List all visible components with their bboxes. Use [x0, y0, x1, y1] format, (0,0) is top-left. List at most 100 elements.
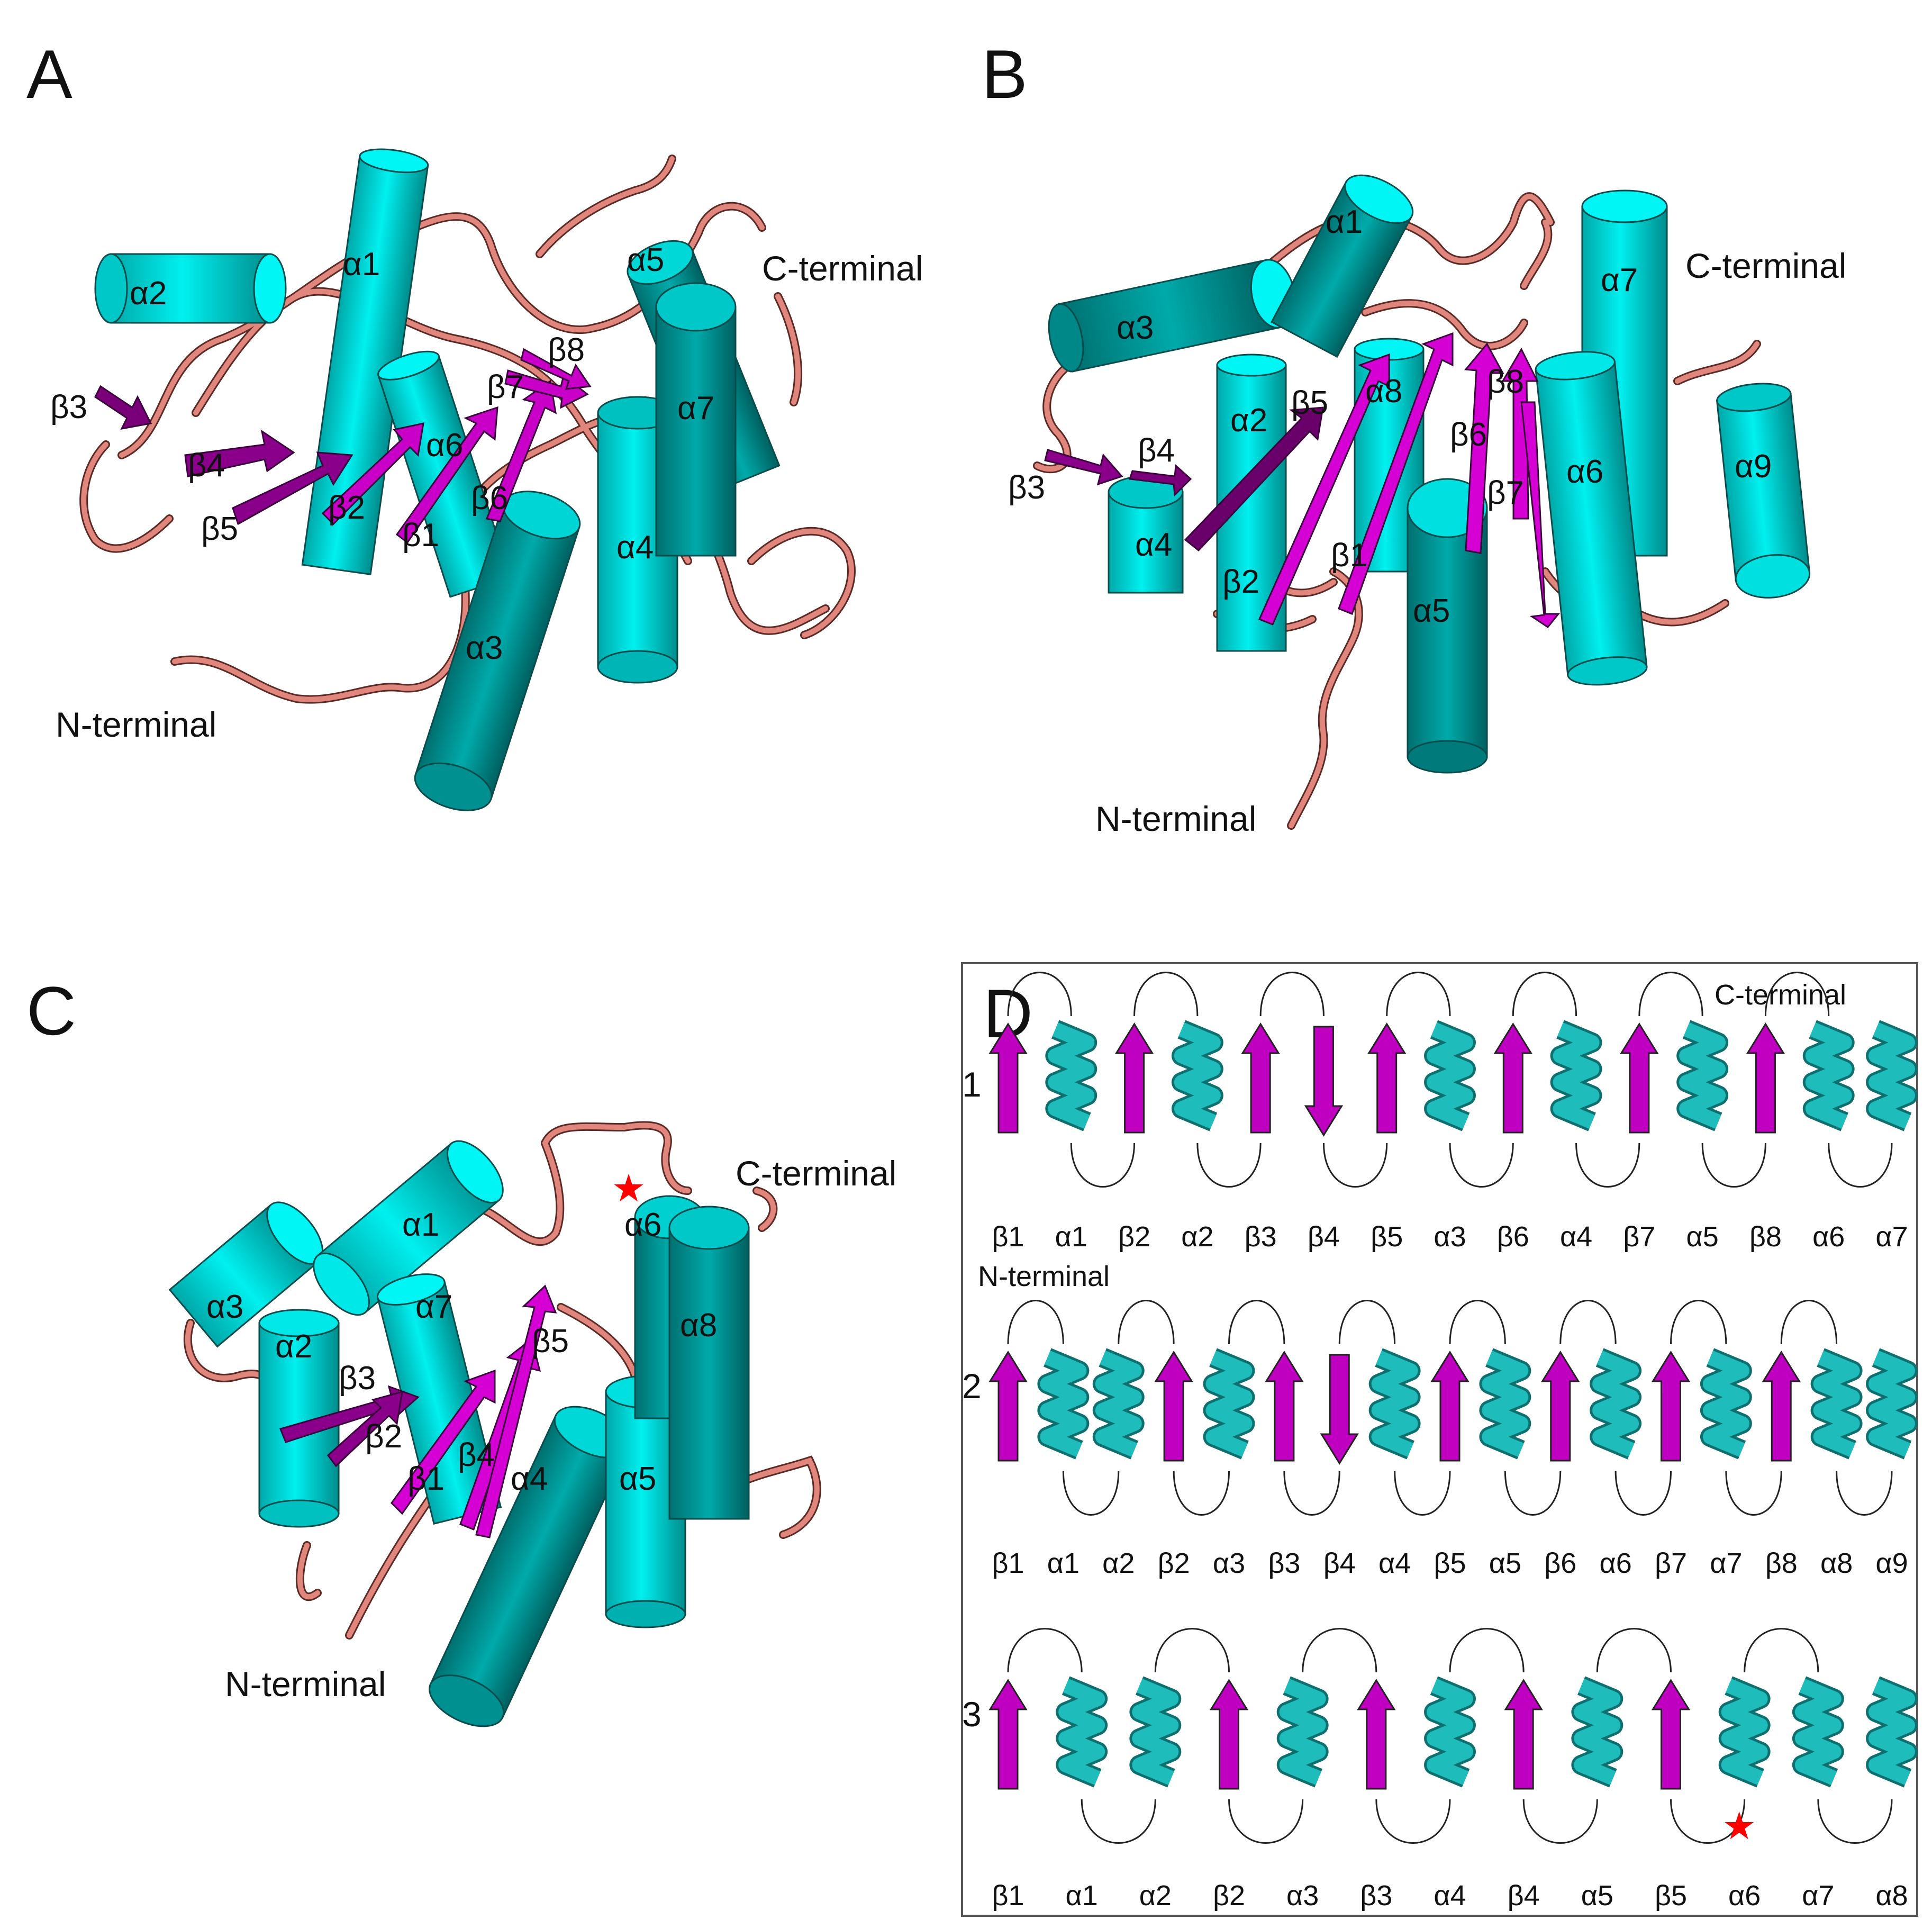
panel-a-label-a7: α7 — [677, 390, 714, 427]
topology-loop — [1228, 1300, 1285, 1345]
panel-c-label-a4: α4 — [511, 1461, 548, 1497]
panel-b-label-a2: α2 — [1230, 402, 1267, 439]
topology-element-label: α1 — [1055, 1221, 1087, 1253]
topology-loop — [1449, 1300, 1506, 1345]
topology-loop — [1007, 1300, 1064, 1345]
panel-c-label-a7: α7 — [415, 1289, 452, 1325]
topology-element-label: α8 — [1875, 1880, 1908, 1912]
topology-helix — [1066, 1686, 1097, 1778]
topology-element-label: α5 — [1581, 1880, 1613, 1912]
topology-element-label: β1 — [992, 1221, 1024, 1253]
topology-element-label: β3 — [1360, 1880, 1392, 1912]
panel-c-strands — [279, 1284, 557, 1538]
topology-element-label: α3 — [1213, 1547, 1245, 1579]
panel-b-n-terminal: N-terminal — [1095, 799, 1256, 838]
panel-b-label-b1: β1 — [1331, 537, 1368, 574]
topology-helix — [1876, 1357, 1908, 1450]
panel-a-label-b2: β2 — [328, 490, 365, 526]
topology-element-label: β7 — [1655, 1547, 1687, 1579]
topology-element-label: α1 — [1047, 1547, 1080, 1579]
panel-a-label-b8: β8 — [548, 332, 585, 368]
topology-loop — [1828, 1143, 1893, 1188]
topology-helix — [1813, 1029, 1845, 1122]
topology-element-label: β6 — [1544, 1547, 1576, 1579]
topology-loop — [1780, 1300, 1838, 1345]
panel-b-label-a4: α4 — [1135, 527, 1172, 563]
topology-element-label: α9 — [1875, 1547, 1908, 1579]
panel-b-label-a8: α8 — [1365, 373, 1402, 410]
topology-helix — [1710, 1357, 1742, 1450]
topology-element-label: α6 — [1599, 1547, 1631, 1579]
topology-element-label: β3 — [1268, 1547, 1300, 1579]
topology-loop — [1322, 1143, 1388, 1188]
topology-loop — [1614, 1471, 1672, 1516]
topology-loop — [1744, 1628, 1819, 1673]
topology-helix — [1047, 1357, 1079, 1450]
topology-loop — [1575, 1143, 1640, 1188]
topology-helix — [1489, 1357, 1521, 1450]
topology-element-label: α2 — [1139, 1880, 1172, 1912]
panel-c-c-terminal: C-terminal — [736, 1154, 896, 1193]
panel-b-label-a6: α6 — [1566, 454, 1603, 490]
topology-element-label: β8 — [1765, 1547, 1798, 1579]
topology-loop — [1196, 1143, 1262, 1188]
topology-loop — [1259, 972, 1325, 1017]
panel-a-label-a1: α1 — [343, 246, 380, 283]
topology-element-label: α4 — [1378, 1547, 1411, 1579]
topology-row-3-number: 3 — [962, 1695, 982, 1734]
topology-loop — [1817, 1799, 1893, 1844]
panel-a-helix-a2 — [94, 253, 287, 324]
topology-element-label: α2 — [1102, 1547, 1135, 1579]
panel-b-helix-a4 — [1108, 475, 1184, 594]
topology-helix — [1434, 1686, 1466, 1778]
topology-element-label: α1 — [1066, 1880, 1098, 1912]
panel-c-n-terminal: N-terminal — [225, 1664, 386, 1704]
topology-element-label: β1 — [992, 1547, 1024, 1579]
panel-a-strands — [94, 348, 592, 544]
topology-loop — [1154, 1628, 1230, 1673]
panel-c: C — [26, 972, 896, 1727]
topology-helix — [1055, 1029, 1087, 1122]
topology-loop — [1836, 1471, 1893, 1516]
panel-a-helix-a3 — [414, 491, 581, 811]
panel-a-helix-a7 — [655, 282, 737, 557]
topology-loop — [1670, 1300, 1727, 1345]
panel-b-helix-a6 — [1535, 351, 1648, 686]
topology-element-label: β4 — [1308, 1221, 1340, 1253]
panel-c-label-a8: α8 — [680, 1307, 717, 1344]
panel-c-label-a3: α3 — [206, 1289, 243, 1325]
topology-element-label: β2 — [1158, 1547, 1190, 1579]
topology-loop — [1638, 972, 1703, 1017]
panel-c-label-a6: α6 — [624, 1207, 661, 1243]
topology-element-label: β8 — [1749, 1221, 1782, 1253]
topology-element-label: α7 — [1710, 1547, 1742, 1579]
panel-a-label-a5: α5 — [627, 242, 664, 278]
topology-loop — [1670, 1799, 1746, 1844]
topology-loop — [1375, 1799, 1451, 1844]
panel-a-label-a2: α2 — [130, 275, 167, 312]
topology-helix — [1686, 1029, 1718, 1122]
panel-b-label-b2: β2 — [1222, 564, 1259, 600]
topology-helix — [1103, 1357, 1135, 1450]
panel-b-label-a3: α3 — [1117, 310, 1154, 346]
panel-a-label-a6: α6 — [426, 427, 463, 464]
topology-loop — [1449, 1628, 1525, 1673]
panel-b-label-a9: α9 — [1735, 448, 1772, 485]
topology-loop — [1512, 972, 1577, 1017]
panel-a-label-b5: β5 — [201, 511, 238, 547]
panel-b-label-b5: β5 — [1291, 385, 1328, 421]
panel-b-label-a1: α1 — [1326, 204, 1363, 240]
panel-b: B — [982, 35, 1846, 838]
topology-element-label: β6 — [1497, 1221, 1529, 1253]
panel-a-label-b1: β1 — [402, 517, 439, 554]
topology-loop — [1559, 1300, 1617, 1345]
panel-c-label-b4: β4 — [458, 1437, 495, 1473]
panel-c-label-b2: β2 — [365, 1418, 402, 1455]
topology-loop — [1133, 972, 1199, 1017]
panel-a-c-terminal: C-terminal — [762, 249, 923, 288]
